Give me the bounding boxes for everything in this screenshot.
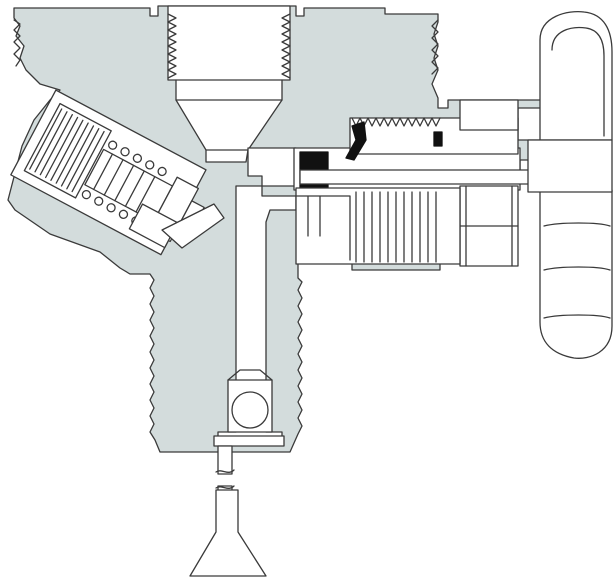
port-to-stem-passage bbox=[247, 147, 297, 187]
top-port-seat bbox=[175, 79, 283, 151]
stem-nut bbox=[459, 99, 519, 131]
handwheel-upper-inner bbox=[551, 26, 605, 137]
vertical-passage bbox=[217, 185, 297, 443]
top-port-thread-right bbox=[281, 13, 291, 79]
funnel-strainer bbox=[189, 489, 267, 577]
stem-bonnet-thread bbox=[351, 117, 441, 127]
top-port-thread-left bbox=[167, 13, 177, 79]
check-ball bbox=[231, 391, 269, 429]
relief-outlet bbox=[161, 203, 225, 249]
stem-collar bbox=[213, 435, 285, 447]
handwheel-upper bbox=[539, 10, 613, 141]
handwheel-lower-inner bbox=[543, 222, 611, 319]
relief-valve-assembly bbox=[10, 89, 207, 256]
dip-tube-upper bbox=[217, 445, 233, 475]
seal-small bbox=[433, 131, 443, 147]
seat-ledge bbox=[295, 195, 351, 261]
seal-wedge bbox=[345, 121, 367, 161]
top-left-thread bbox=[13, 19, 21, 67]
seat-body bbox=[295, 187, 461, 265]
seat-thread bbox=[355, 191, 437, 263]
top-right-thread bbox=[431, 19, 439, 75]
dip-tube-break-lower bbox=[215, 485, 235, 489]
handwheel-lower bbox=[539, 189, 613, 359]
handwheel-hub bbox=[527, 139, 613, 193]
check-ball-seat bbox=[227, 369, 273, 381]
stem-nut-facet bbox=[459, 185, 519, 267]
dip-tube-break bbox=[215, 469, 235, 473]
